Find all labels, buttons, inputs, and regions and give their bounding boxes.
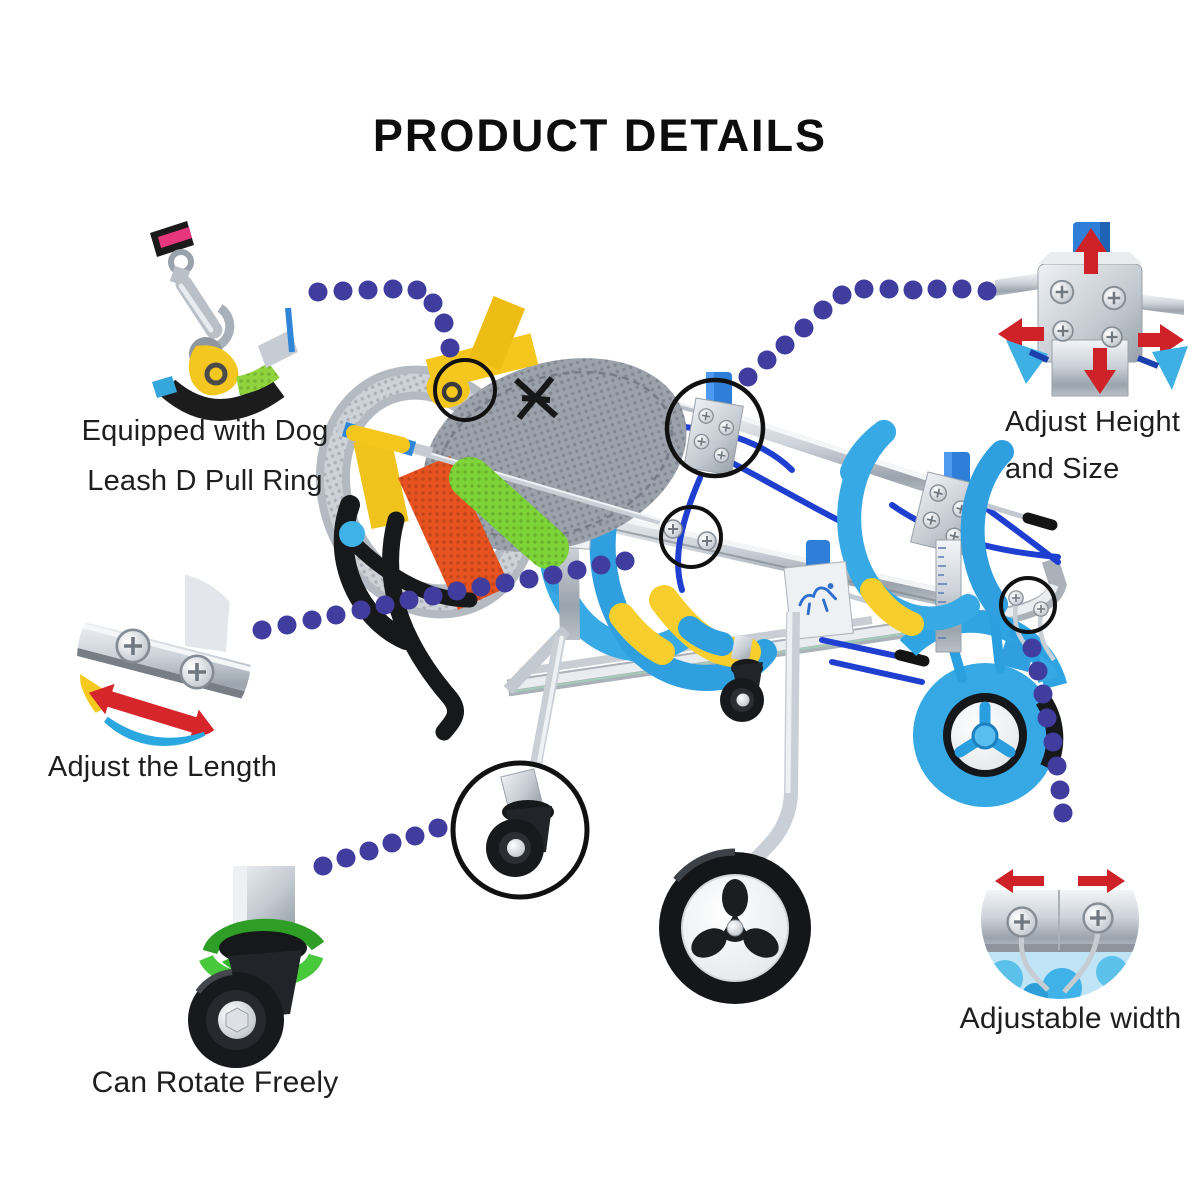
caption-leash-line2: Leash D Pull Ring: [87, 465, 323, 497]
caption-height: Adjust Height and Size: [1005, 399, 1200, 493]
trail-dot-leash_to_dring: [308, 282, 328, 302]
right-arrow-icon: [1138, 324, 1184, 356]
trail-dot-adjuster_to_height: [775, 335, 795, 355]
up-arrow-icon: [1075, 228, 1107, 274]
trail-dot-leash_to_dring: [333, 281, 353, 301]
caption-leash-line1: Equipped with Dog: [81, 415, 329, 447]
trail-dot-inset_to_length: [326, 605, 346, 625]
trail-dot-inset_to_length: [543, 565, 563, 585]
dog-wheelchair-product: [315, 296, 1068, 1004]
trail-dot-leash_to_dring: [434, 313, 454, 333]
trail-dot-inset_to_length: [615, 551, 635, 571]
diag-arrow-left-icon: [1006, 340, 1048, 384]
front-height-adjuster: [683, 372, 744, 476]
caption-length: Adjust the Length: [47, 751, 278, 783]
leash-clip-photo: [150, 221, 298, 421]
trail-dot-inset_to_length: [277, 615, 297, 635]
trail-dot-adjuster_to_height: [903, 280, 923, 300]
trail-dot-photo_to_caster: [382, 833, 402, 853]
frame-caster: [720, 634, 764, 722]
circle-length-screws: [659, 505, 723, 569]
rotate-arrow-icon: [202, 918, 325, 955]
caster-photo: [188, 866, 325, 1068]
caption-rotate: Can Rotate Freely: [91, 1066, 339, 1099]
rear-leg-rings: [543, 420, 1014, 636]
trail-dot-inset_to_length: [495, 573, 515, 593]
caption-height-line2: and Size: [1005, 453, 1120, 485]
circle-d-ring: [433, 358, 497, 422]
width-right-arrow-icon: [1078, 869, 1125, 893]
trail-dot-adjuster_to_height: [879, 279, 899, 299]
width-inset: [981, 841, 1139, 999]
trail-dot-inset_to_length: [399, 590, 419, 610]
trail-dot-leash_to_dring: [383, 279, 403, 299]
caption-leash: Equipped with Dog Leash D Pull Ring: [55, 406, 355, 506]
trail-dot-inset_to_length: [351, 600, 371, 620]
trail-dot-adjuster_to_height: [738, 367, 758, 387]
trail-dot-adjuster_to_width: [1047, 756, 1067, 776]
trail-dot-photo_to_caster: [313, 856, 333, 876]
trail-dot-inset_to_length: [519, 569, 539, 589]
trail-dot-inset_to_length: [567, 560, 587, 580]
circle-width-adjuster: [999, 576, 1057, 634]
diag-arrow-right-icon: [1152, 346, 1188, 390]
down-arrow-icon: [1084, 348, 1116, 394]
trail-dot-adjuster_to_height: [757, 350, 777, 370]
trail-dot-inset_to_length: [447, 581, 467, 601]
trail-dot-adjuster_to_height: [952, 279, 972, 299]
trail-dot-photo_to_caster: [359, 841, 379, 861]
leash-d-ring-tab: [188, 345, 239, 396]
trail-dot-inset_to_length: [252, 620, 272, 640]
harness: [315, 296, 687, 741]
trail-dot-inset_to_length: [423, 586, 443, 606]
trail-dot-inset_to_length: [591, 555, 611, 575]
trail-dot-adjuster_to_width: [1028, 661, 1048, 681]
trail-dot-adjuster_to_height: [794, 318, 814, 338]
left-arrow-icon: [998, 318, 1044, 350]
trail-dot-adjuster_to_width: [1022, 638, 1042, 658]
page-title: PRODUCT DETAILS: [372, 110, 828, 161]
trail-dot-adjuster_to_width: [1033, 684, 1053, 704]
caster-detail: [486, 768, 554, 877]
trail-dot-adjuster_to_width: [1050, 780, 1070, 800]
trail-dot-adjuster_to_height: [832, 285, 852, 305]
wheel-strut: [737, 611, 800, 877]
pad-stitch-mark: [513, 376, 559, 420]
front-wheel: [659, 848, 811, 1004]
trail-dot-inset_to_length: [471, 577, 491, 597]
trail-dot-leash_to_dring: [440, 338, 460, 358]
trail-dot-inset_to_length: [375, 595, 395, 615]
trail-dot-leash_to_dring: [423, 293, 443, 313]
length-inset: [77, 572, 251, 746]
trail-dot-adjuster_to_height: [854, 279, 874, 299]
trail-dot-adjuster_to_height: [977, 281, 997, 301]
trail-dot-leash_to_dring: [407, 280, 427, 300]
width-left-arrow-icon: [995, 869, 1044, 893]
circle-caster: [450, 760, 590, 900]
trail-dot-photo_to_caster: [405, 826, 425, 846]
annotation-circles: [433, 358, 1057, 900]
snap-hook: [175, 275, 223, 339]
logo-plate-mid: [783, 560, 854, 641]
dotted-trails: [252, 279, 1073, 876]
trail-dot-adjuster_to_height: [813, 300, 833, 320]
trail-dot-leash_to_dring: [358, 280, 378, 300]
trail-dot-adjuster_to_width: [1043, 732, 1063, 752]
caption-height-line1: Adjust Height: [1005, 406, 1181, 438]
trail-dot-photo_to_caster: [336, 848, 356, 868]
trail-dot-photo_to_caster: [428, 818, 448, 838]
trail-dot-adjuster_to_width: [1053, 803, 1073, 823]
trail-dot-adjuster_to_width: [1037, 708, 1057, 728]
caster-leg: [530, 634, 566, 766]
circle-height-adjuster: [664, 377, 766, 479]
trail-dot-inset_to_length: [302, 610, 322, 630]
double-arrow-icon: [88, 683, 216, 741]
spring-hook-right: [1062, 931, 1101, 994]
trail-dot-adjuster_to_height: [927, 279, 947, 299]
caption-width: Adjustable width: [959, 1002, 1182, 1035]
spring-hook-left: [1018, 933, 1050, 992]
height-adjust-photo: [995, 222, 1188, 397]
